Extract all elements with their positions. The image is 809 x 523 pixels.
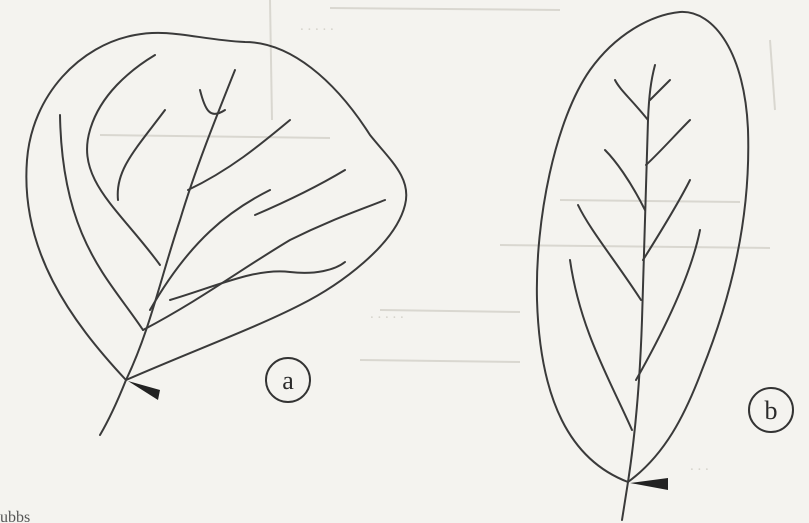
- leaf-a-vein-1: [60, 115, 143, 330]
- leaf-b-petiole: [622, 482, 628, 520]
- leaf-b: [537, 12, 748, 520]
- leaf-b-petiole-mark: [630, 478, 668, 490]
- svg-text:. . . . .: . . . . .: [370, 306, 404, 322]
- leaf-b-vein-2: [636, 230, 700, 380]
- leaf-a-petiole-mark: [128, 381, 160, 400]
- leaf-a-vein-2: [87, 55, 160, 265]
- leaf-a-outline: [26, 33, 406, 380]
- leaf-a-midrib: [126, 70, 235, 380]
- label-b: b: [749, 388, 793, 432]
- bleed-through-marks: . . . . . . . . . . . . .: [100, 0, 775, 474]
- leaf-a-vein-9: [255, 170, 345, 215]
- leaf-a: [26, 33, 406, 435]
- leaf-a-petiole: [100, 380, 126, 435]
- margin-text: ubbs: [0, 509, 30, 523]
- leaf-b-vein-1: [570, 260, 632, 430]
- leaf-a-vein-7: [188, 120, 290, 190]
- leaf-b-vein-3: [578, 205, 641, 300]
- leaf-b-vein-7: [615, 80, 648, 120]
- svg-text:. . . . .: . . . . .: [300, 18, 334, 34]
- leaf-b-vein-6: [646, 120, 690, 165]
- label-a: a: [266, 358, 310, 402]
- label-a-text: a: [282, 366, 294, 395]
- leaf-a-vein-3: [118, 110, 165, 200]
- leaf-b-midrib: [628, 65, 655, 482]
- leaf-b-vein-8: [650, 80, 670, 100]
- label-b-text: b: [765, 396, 778, 425]
- svg-text:. . .: . . .: [690, 458, 709, 474]
- leaf-a-vein-6: [150, 190, 270, 310]
